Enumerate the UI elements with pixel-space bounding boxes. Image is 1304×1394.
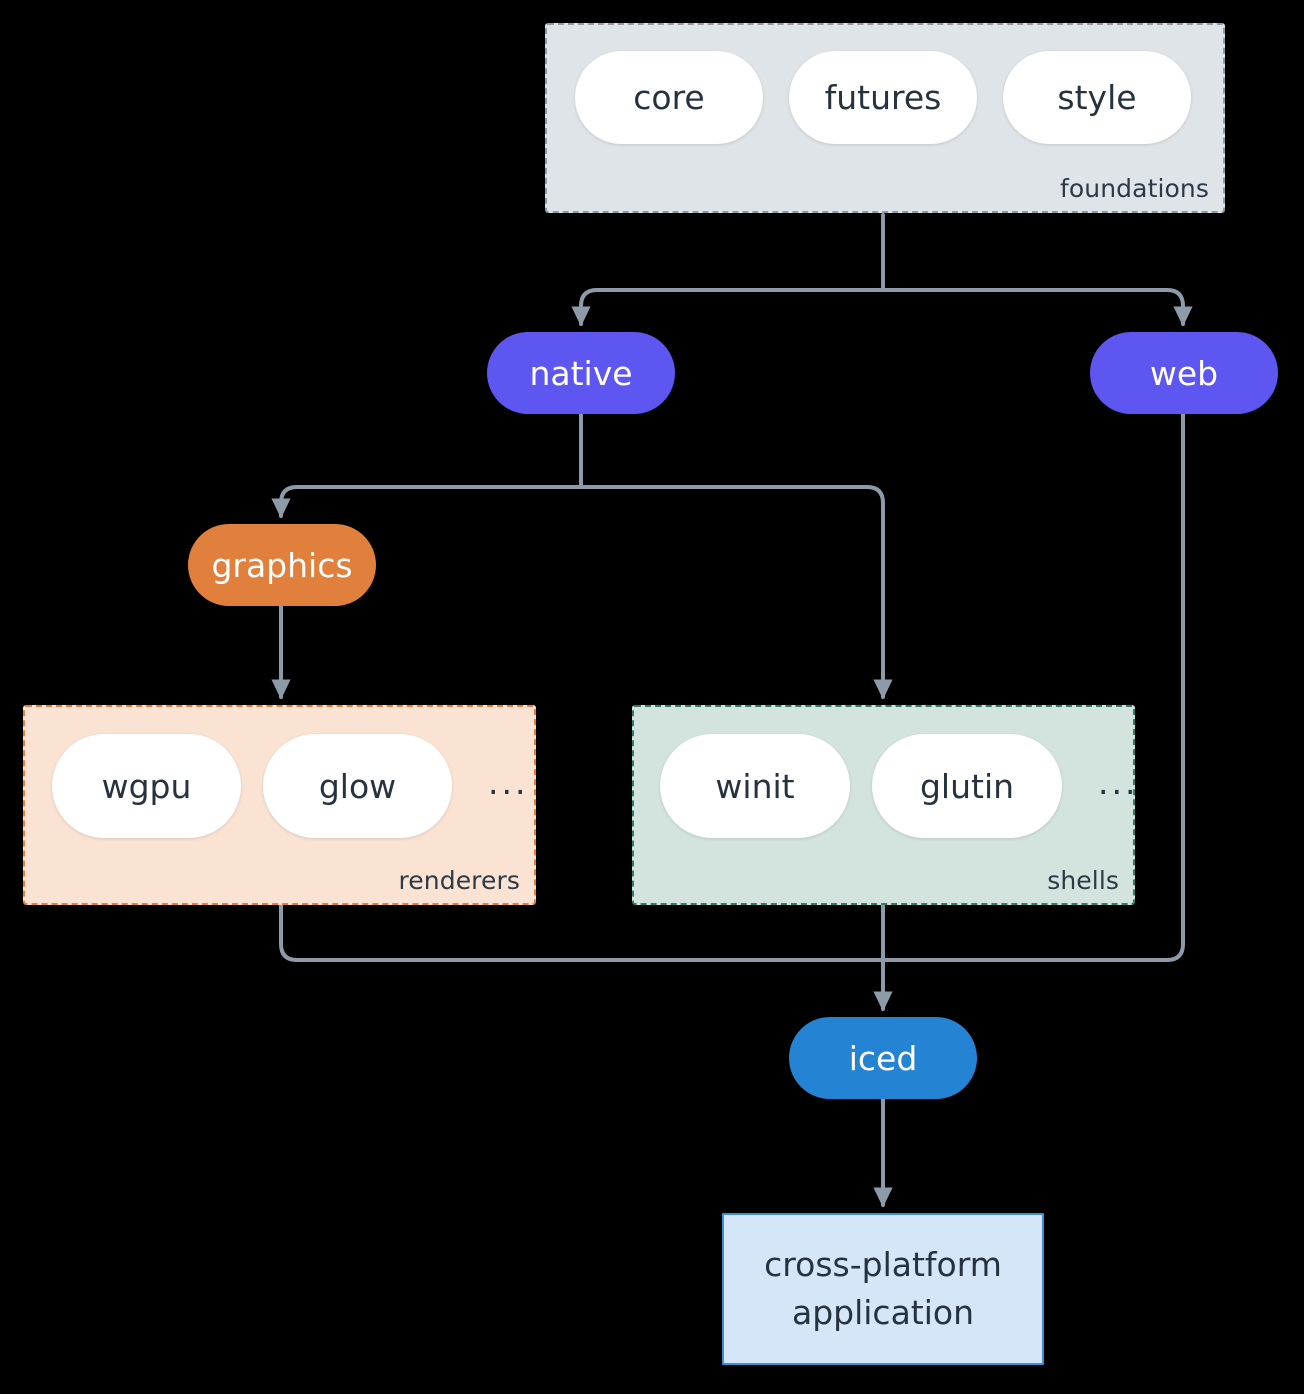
foundations-item-row: core futures style	[575, 51, 1191, 144]
node-web[interactable]: web	[1090, 332, 1278, 414]
shells-item-row: winit glutin ...	[660, 734, 1138, 838]
edge-renderers-to-iced	[279, 903, 885, 962]
edge-native-to-graphics	[271, 485, 583, 519]
node-graphics-label: graphics	[211, 545, 353, 585]
application-label-line1: cross-platform	[764, 1245, 1002, 1285]
pill-futures-label: futures	[824, 78, 942, 117]
node-web-label: web	[1149, 353, 1219, 393]
application-label-line2: application	[791, 1293, 975, 1332]
group-label-renderers: renderers	[398, 866, 520, 895]
node-native[interactable]: native	[487, 332, 675, 414]
pill-style-label: style	[1057, 78, 1137, 117]
node-native-label: native	[529, 353, 633, 393]
pill-glutin-label: glutin	[919, 766, 1015, 806]
pill-winit[interactable]: winit	[660, 734, 850, 838]
renderers-item-row: wgpu glow ...	[52, 734, 528, 838]
pill-winit-label: winit	[715, 766, 795, 806]
pill-core[interactable]: core	[575, 51, 763, 144]
pill-wgpu-label: wgpu	[101, 766, 192, 806]
pill-style[interactable]: style	[1003, 51, 1191, 144]
pill-glutin[interactable]: glutin	[872, 734, 1062, 838]
pill-core-label: core	[633, 78, 705, 117]
group-foundations: core futures style foundations	[545, 23, 1225, 213]
pill-glow-label: glow	[318, 766, 397, 806]
group-renderers: wgpu glow ... renderers	[23, 705, 536, 905]
edge-web-to-iced	[881, 412, 1185, 962]
shells-overflow-ellipsis: ...	[1098, 762, 1139, 802]
node-cross-platform-application[interactable]: cross-platform application	[722, 1213, 1044, 1365]
group-shells: winit glutin ... shells	[632, 705, 1135, 905]
pill-futures[interactable]: futures	[789, 51, 977, 144]
renderers-overflow-ellipsis: ...	[488, 762, 529, 802]
edge-foundations-to-native	[571, 288, 885, 327]
node-graphics[interactable]: graphics	[188, 524, 376, 606]
pill-wgpu[interactable]: wgpu	[52, 734, 241, 838]
edge-native-to-shells	[579, 485, 893, 700]
group-label-foundations: foundations	[1060, 174, 1209, 203]
node-iced[interactable]: iced	[789, 1017, 977, 1099]
edge-foundations-to-web	[881, 288, 1193, 327]
group-label-shells: shells	[1047, 866, 1119, 895]
node-iced-label: iced	[848, 1038, 918, 1078]
pill-glow[interactable]: glow	[263, 734, 452, 838]
